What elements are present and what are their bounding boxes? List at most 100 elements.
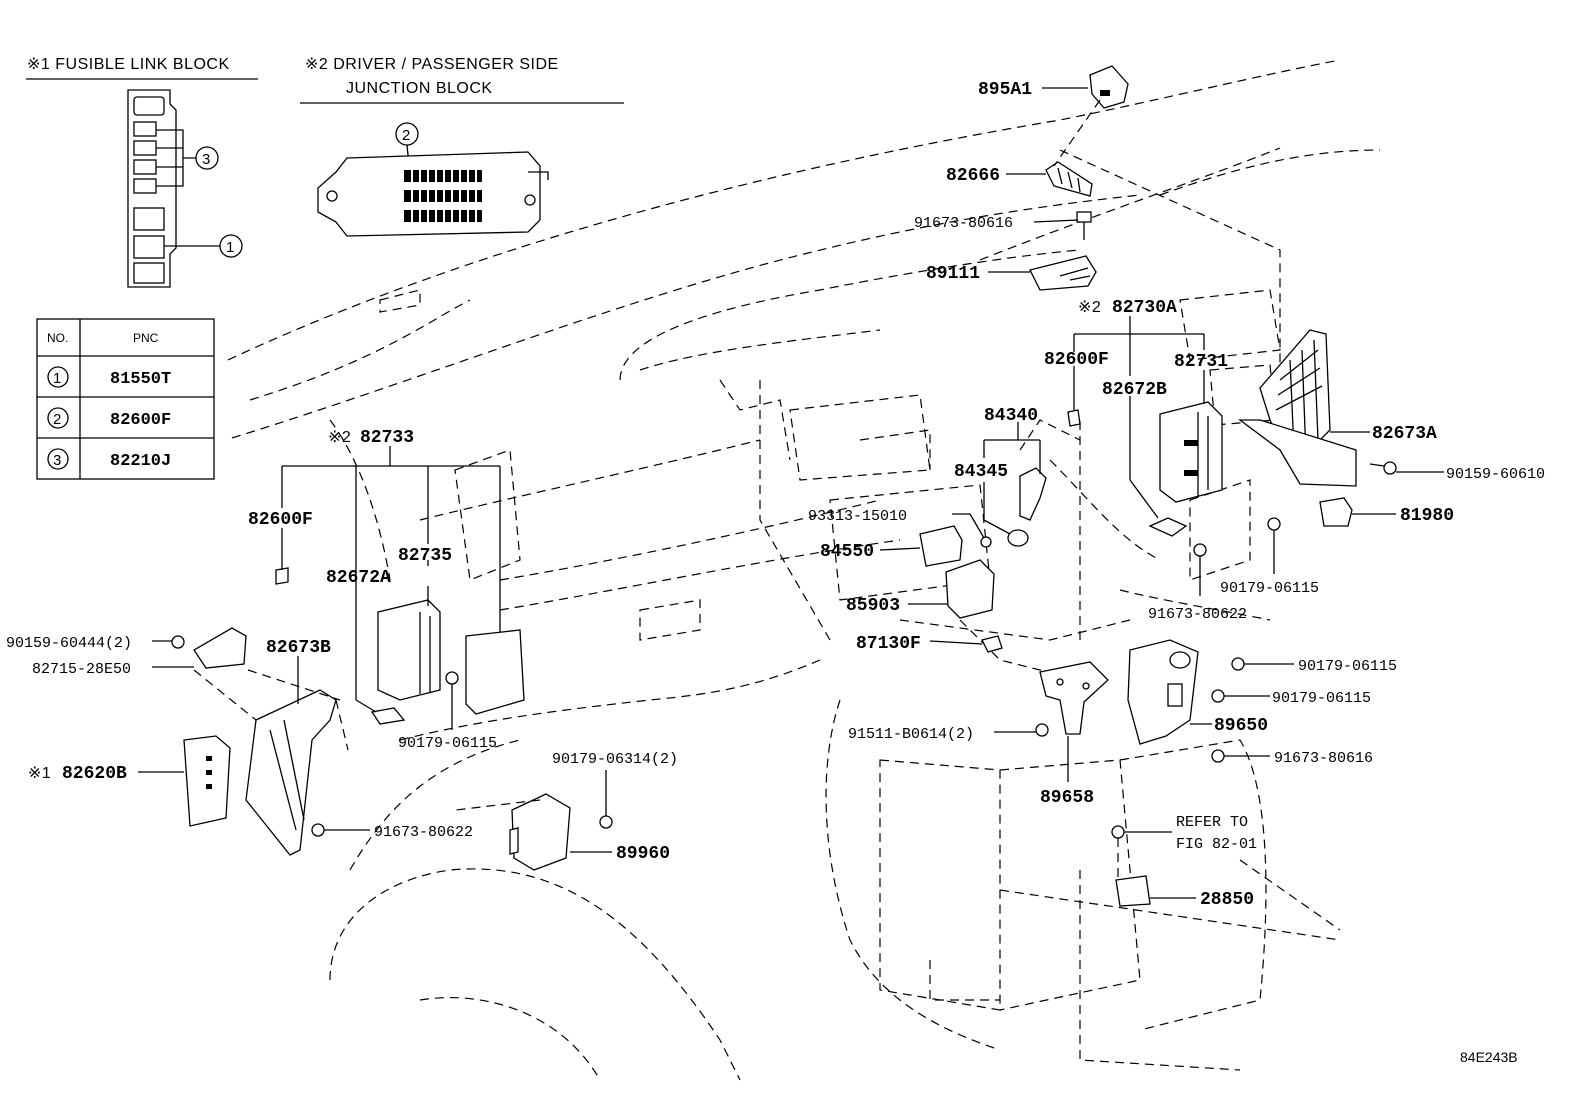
label-82730A-mark: ※2 <box>1078 299 1101 316</box>
part-labels: 895A1 82666 91673-80616 89111 ※2 82730A … <box>6 80 1545 1065</box>
label-82666: 82666 <box>946 166 1000 186</box>
label-82600F-right: 82600F <box>1044 350 1109 370</box>
clip-82672B-lower-icon <box>1148 517 1188 537</box>
junction-block-header-line2: JUNCTION BLOCK <box>346 80 493 97</box>
bracket-82666-icon <box>1045 161 1093 197</box>
label-82733: 82733 <box>360 428 414 448</box>
label-90159-60444: 90159-60444(2) <box>6 635 132 652</box>
label-82672A: 82672A <box>326 568 391 588</box>
label-82673B: 82673B <box>266 638 331 658</box>
bolt-90159-60610-icon <box>1369 461 1397 475</box>
label-895A1: 895A1 <box>978 80 1032 100</box>
table-row-no: 1 <box>53 370 61 387</box>
label-89111: 89111 <box>926 264 980 284</box>
bracket-89650-icon <box>1127 639 1199 745</box>
label-91673-80616-top: 91673-80616 <box>914 215 1013 232</box>
figure-code: 84E243B <box>1460 1049 1518 1065</box>
label-93313-15010: 93313-15010 <box>808 508 907 525</box>
label-90159-60610: 90159-60610 <box>1446 466 1545 483</box>
fusible-link-block-icon <box>127 89 177 288</box>
label-82733-mark: ※2 <box>328 429 351 446</box>
label-84345: 84345 <box>954 462 1008 482</box>
label-89960: 89960 <box>616 844 670 864</box>
label-90179-06115-left: 90179-06115 <box>398 735 497 752</box>
bracket-82673B-icon <box>245 689 337 856</box>
module-89960-icon <box>509 793 613 871</box>
junction-block-legend: ※2 DRIVER / PASSENGER SIDE JUNCTION BLOC… <box>300 56 624 237</box>
screw-91673-80622-right-icon <box>1193 543 1207 557</box>
sensor-89111-icon <box>1029 255 1097 291</box>
table-row-pnc: 82600F <box>110 411 171 430</box>
label-82673A: 82673A <box>1372 424 1437 444</box>
label-89658: 89658 <box>1040 788 1094 808</box>
fusible-link-legend: ※1 FUSIBLE LINK BLOCK 3 1 <box>26 56 258 288</box>
bracket-82715-28E50-icon <box>171 627 247 669</box>
relay-87130F-icon <box>981 635 1003 653</box>
callout-3-circle <box>195 146 219 170</box>
label-90179-06314: 90179-06314(2) <box>552 751 678 768</box>
label-91511-B0614: 91511-B0614(2) <box>848 726 974 743</box>
table-header-pnc: PNC <box>133 331 159 345</box>
label-90179-06115-a: 90179-06115 <box>1220 580 1319 597</box>
clip-82600F-left-icon <box>275 567 289 585</box>
label-87130F: 87130F <box>856 634 921 654</box>
grommet-refer-icon <box>1111 825 1125 839</box>
label-85903: 85903 <box>846 596 900 616</box>
clip-82672A-lower-icon <box>370 707 406 725</box>
module-85903-icon <box>945 559 995 619</box>
label-82735: 82735 <box>398 546 452 566</box>
label-82620B-mark: ※1 <box>28 765 51 782</box>
callout-2-label: 2 <box>402 127 410 144</box>
fusible-link-header: ※1 FUSIBLE LINK BLOCK <box>27 56 230 73</box>
label-82600F-left: 82600F <box>248 510 313 530</box>
relay-81980-icon <box>1319 497 1353 527</box>
sensor-28850-icon <box>1115 875 1151 907</box>
label-91673-80616-right: 91673-80616 <box>1274 750 1373 767</box>
label-82620B: 82620B <box>62 764 127 784</box>
leader-lines <box>138 87 1444 899</box>
label-89650: 89650 <box>1214 716 1268 736</box>
label-82730A: 82730A <box>1112 298 1177 318</box>
table-header-no: NO. <box>47 331 68 345</box>
callout-3-label: 3 <box>202 151 210 168</box>
label-84550: 84550 <box>820 542 874 562</box>
bracket-89658-icon <box>1039 661 1109 735</box>
ecu-82672B-icon <box>1159 401 1223 503</box>
fusible-link-82620B-icon <box>183 735 231 827</box>
table-row-no: 2 <box>53 411 61 428</box>
bracket-82673A-icon <box>1238 329 1357 487</box>
label-82672B: 82672B <box>1102 380 1167 400</box>
table-row-pnc: 81550T <box>110 370 171 389</box>
ecu-82672A-icon <box>377 599 441 701</box>
label-91673-80622-left: 91673-80622 <box>374 824 473 841</box>
module-82735-icon <box>465 629 525 715</box>
callout-1-label: 1 <box>226 239 234 256</box>
relay-895A1-icon <box>1089 65 1129 109</box>
screw-91673-80622-left-icon <box>311 823 325 837</box>
label-90179-06115-b: 90179-06115 <box>1298 658 1397 675</box>
screw-93313-15010-icon <box>980 536 992 548</box>
label-refer-line2: FIG 82-01 <box>1176 836 1257 853</box>
nut-90179-06115-left-icon <box>445 671 459 685</box>
label-81980: 81980 <box>1400 506 1454 526</box>
bolt-91511-B0614-icon <box>1035 723 1049 737</box>
table-row-pnc: 82210J <box>110 452 171 471</box>
label-refer-line1: REFER TO <box>1176 814 1248 831</box>
screw-91673-80616-top-icon <box>1076 211 1092 240</box>
label-84340: 84340 <box>984 406 1038 426</box>
instrument-panel-outline <box>227 59 1381 1081</box>
junction-block-icon <box>317 151 549 237</box>
junction-block-header-line1: ※2 DRIVER / PASSENGER SIDE <box>305 56 559 73</box>
table-row-no: 3 <box>53 452 61 469</box>
label-82731: 82731 <box>1174 352 1228 372</box>
switch-84345-icon <box>1007 467 1047 547</box>
label-91673-80622-right: 91673-80622 <box>1148 606 1247 623</box>
screw-91673-80616-right-icon <box>1211 749 1225 763</box>
label-28850: 28850 <box>1200 890 1254 910</box>
connector-82600F-right-icon <box>1067 409 1081 427</box>
pnc-table: NO. PNC 1 81550T 2 82600F 3 82210J <box>36 318 215 480</box>
relay-84550-icon <box>919 525 963 567</box>
label-82715-28E50: 82715-28E50 <box>32 661 131 678</box>
label-90179-06115-c: 90179-06115 <box>1272 690 1371 707</box>
